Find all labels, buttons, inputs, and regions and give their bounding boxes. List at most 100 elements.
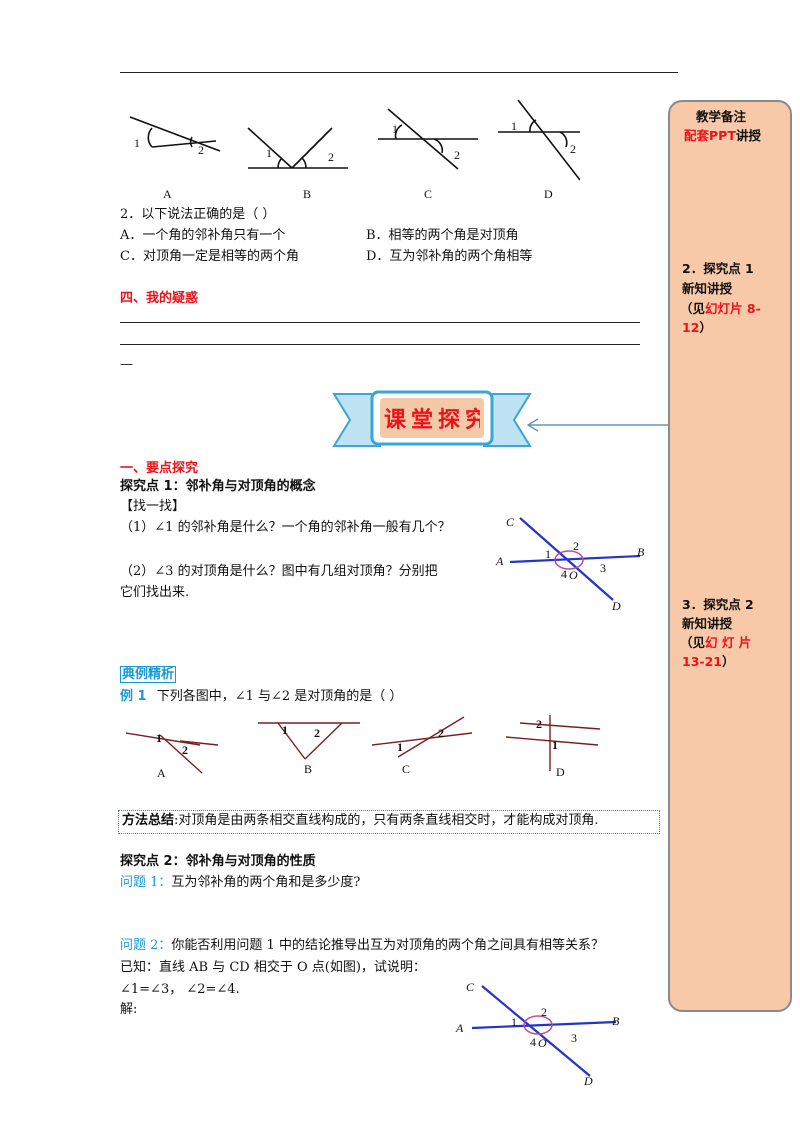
panel-item2-line4: 13-21） (682, 653, 735, 671)
example-label-d: D (556, 765, 565, 779)
fig1-label-b: B (303, 187, 312, 201)
banner-title-clip: 课堂探究 (384, 404, 480, 434)
panel-heading: 教学备注 (696, 109, 747, 124)
example-label-c: C (402, 762, 411, 776)
problem-2-text: 你能否利用问题 1 中的结论推导出互为对顶角的两个角之间具有相等关系？ (171, 938, 604, 953)
problem-1-label: 问题 1： (120, 875, 172, 890)
teaching-notes-panel (668, 100, 792, 1012)
example-label: 例 1 (120, 689, 147, 704)
ex-b-angle-1: 1 (282, 723, 288, 737)
example-1: 例 1 下列各图中，∠1 与∠2 是对顶角的是（ ） (120, 688, 402, 706)
q2-option-a: A．一个角的邻补角只有一个 (120, 228, 286, 243)
fig1-c-angle-2: 2 (454, 148, 460, 162)
panel-item2-line4b: ） (721, 654, 735, 669)
diag1-point-c: C (506, 515, 515, 529)
problem-2: 问题 2：你能否利用问题 1 中的结论推导出互为对顶角的两个角之间具有相等关系？ (120, 937, 604, 955)
diag2-angle-2: 2 (541, 1005, 547, 1019)
diag2-point-o: O (538, 1036, 547, 1050)
diag1-point-d: D (612, 599, 621, 613)
panel-sub-b: PPT (709, 128, 736, 143)
method-label: 方法总结 (122, 813, 175, 828)
find-heading: 【找一找】 (120, 499, 186, 514)
panel-item1-line1: 2．探究点 1 (682, 261, 754, 276)
diagram-intersecting-lines-1 (509, 517, 641, 601)
method-summary: 方法总结:对顶角是由两条相交直线构成的，只有两条直线相交时，才能构成对顶角. (122, 812, 599, 830)
diag2-angle-1: 1 (511, 1015, 517, 1029)
fig1-label-a: A (163, 187, 172, 201)
fig1-label-c: C (424, 187, 433, 201)
example-tag-text: 典例精析 (120, 666, 177, 683)
diagram-intersecting-lines-2 (471, 985, 617, 1077)
banner-ribbon (332, 390, 532, 447)
fig1-b-angle-2: 2 (328, 150, 334, 164)
ex-a-angle-1: 1 (156, 731, 162, 745)
answer-line-2 (120, 344, 640, 345)
diag2-point-a: A (456, 1021, 464, 1035)
q2-stem: 2．以下说法正确的是（ ） (120, 207, 276, 222)
part1-question-1: （1）∠1 的邻补角是什么？一个角的邻补角一般有几个？ (120, 520, 451, 535)
panel-item1-line3: （见幻灯片 8- (680, 300, 761, 318)
fig1-b-angle-1: 1 (266, 146, 272, 160)
fig1-c-angle-1: 1 (392, 122, 398, 136)
part1-question-2a: （2）∠3 的对顶角是什么？图中有几组对顶角？分别把 (120, 564, 438, 579)
ex-d-angle-2: 2 (536, 717, 542, 731)
point2-title: 探究点 2：邻补角与对顶角的性质 (120, 854, 316, 869)
q2-option-d: D．互为邻补角的两个角相等 (366, 249, 533, 264)
diag1-angle-2: 2 (573, 539, 579, 553)
panel-item2-line1: 3．探究点 2 (682, 597, 754, 612)
fig1-a-angle-2: 2 (198, 143, 204, 157)
banner-arrow (526, 418, 668, 432)
section4-title: 四、我的疑惑 (120, 291, 199, 306)
diag1-point-o: O (569, 568, 578, 582)
part1-question-2b: 它们找出来. (120, 585, 190, 600)
part1-title: 一、要点探究 (120, 461, 199, 476)
diag1-point-b: B (637, 545, 645, 559)
example-figures (125, 715, 601, 774)
diag2-point-b: B (612, 1014, 620, 1028)
problem-1: 问题 1：互为邻补角的两个角和是多少度? (120, 874, 360, 892)
panel-sub-c: 讲授 (735, 128, 761, 143)
fig1-label-d: D (544, 187, 553, 201)
panel-subheading: 配套PPT讲授 (684, 127, 761, 145)
panel-item1-line3b: 幻灯片 8- (705, 301, 761, 316)
equations: ∠1=∠3， ∠2=∠4. (120, 982, 240, 997)
answer-line-1 (120, 322, 640, 323)
top-rule (120, 72, 678, 73)
problem-1-text: 互为邻补角的两个角和是多少度? (171, 875, 361, 890)
panel-item1-line4: 12） (682, 319, 712, 337)
example-label-b: B (304, 762, 313, 776)
diag1-angle-1: 1 (545, 547, 551, 561)
answer-line-3: — (120, 357, 133, 372)
panel-item2-line3: （见幻 灯 片 (680, 634, 751, 652)
diag2-point-c: C (466, 980, 475, 994)
panel-item1-line4b: ） (699, 320, 712, 335)
ex-a-angle-2: 2 (182, 743, 188, 757)
q2-option-b: B．相等的两个角是对顶角 (366, 228, 519, 243)
panel-item2-line2: 新知讲授 (682, 616, 733, 631)
fig1-d-angle-2: 2 (570, 142, 576, 156)
diag2-point-d: D (584, 1074, 593, 1088)
panel-sub-a: 配套 (684, 128, 710, 143)
solve-label: 解: (120, 1002, 138, 1017)
panel-item2-line4a: 13-21 (682, 654, 722, 669)
q2-option-c: C．对顶角一定是相等的两个角 (120, 249, 299, 264)
diag2-angle-3: 3 (571, 1031, 577, 1045)
banner-title: 课堂探究 (384, 408, 480, 433)
ex-c-angle-2: 2 (438, 726, 444, 740)
panel-item1-line2: 新知讲授 (682, 281, 733, 296)
panel-item2-line3a: （见 (680, 635, 706, 650)
problem-2-label: 问题 2： (120, 938, 172, 953)
method-text: :对顶角是由两条相交直线构成的，只有两条直线相交时，才能构成对顶角. (174, 813, 599, 828)
panel-item1-line3a: （见 (680, 301, 706, 316)
example-text: 下列各图中，∠1 与∠2 是对顶角的是（ ） (156, 689, 403, 704)
fig1-d-angle-1: 1 (511, 119, 517, 133)
diag1-angle-4: 4 (561, 567, 567, 581)
example-label-a: A (157, 766, 166, 780)
diag1-point-a: A (496, 554, 504, 568)
method-summary-box (118, 810, 660, 834)
given-statement: 已知：直线 AB 与 CD 相交于 O 点(如图)，试说明： (120, 960, 426, 975)
diag2-angle-4: 4 (530, 1035, 536, 1049)
panel-item1-line4a: 12 (682, 320, 700, 335)
fig1-a-angle-1: 1 (134, 136, 140, 150)
panel-item2-line3b: 幻 灯 片 (705, 635, 752, 650)
